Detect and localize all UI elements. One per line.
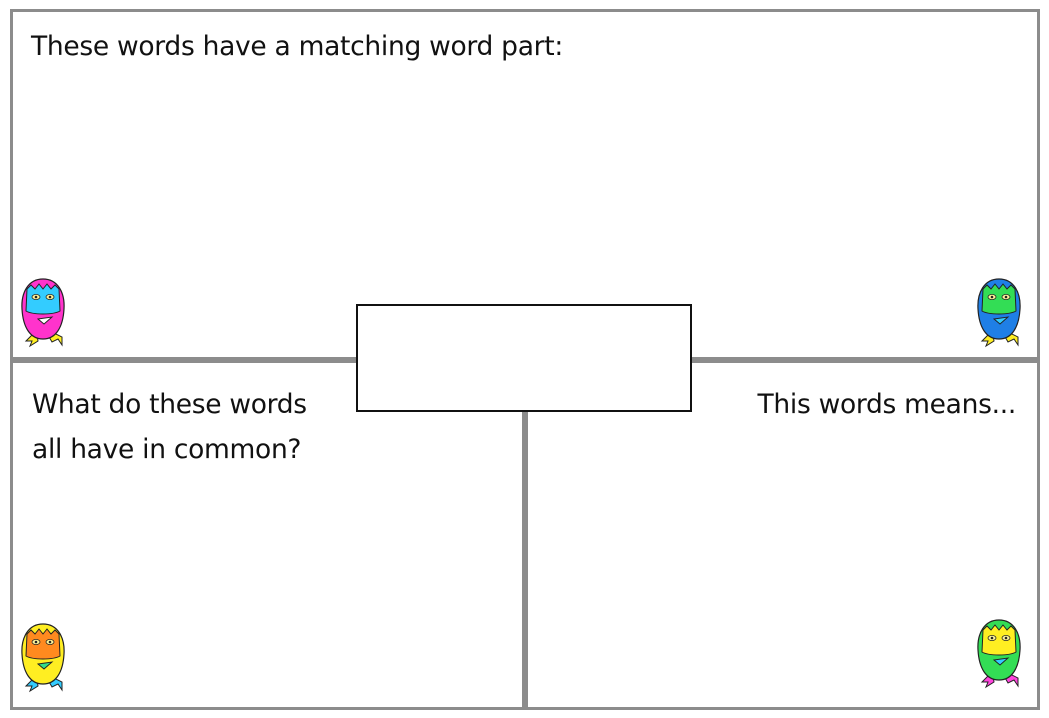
common-prompt-line-2: all have in common? <box>32 434 302 465</box>
green-monster-icon <box>974 616 1024 690</box>
word-part-box[interactable] <box>356 304 692 412</box>
green-monster-svg <box>977 619 1021 689</box>
top-panel <box>10 9 1040 360</box>
common-prompt: What do these words all have in common? <box>32 382 307 472</box>
blue-monster-svg <box>977 278 1021 348</box>
magenta-monster-icon <box>18 275 68 349</box>
yellow-monster-icon <box>18 620 68 694</box>
bottom-right-panel <box>525 360 1040 710</box>
blue-monster-icon <box>974 275 1024 349</box>
common-prompt-line-1: What do these words <box>32 389 307 420</box>
yellow-monster-svg <box>21 623 65 693</box>
magenta-monster-svg <box>21 278 65 348</box>
bottom-left-panel <box>10 360 525 710</box>
matching-word-part-prompt: These words have a matching word part: <box>31 31 563 62</box>
meaning-prompt: This words means... <box>757 389 1017 420</box>
